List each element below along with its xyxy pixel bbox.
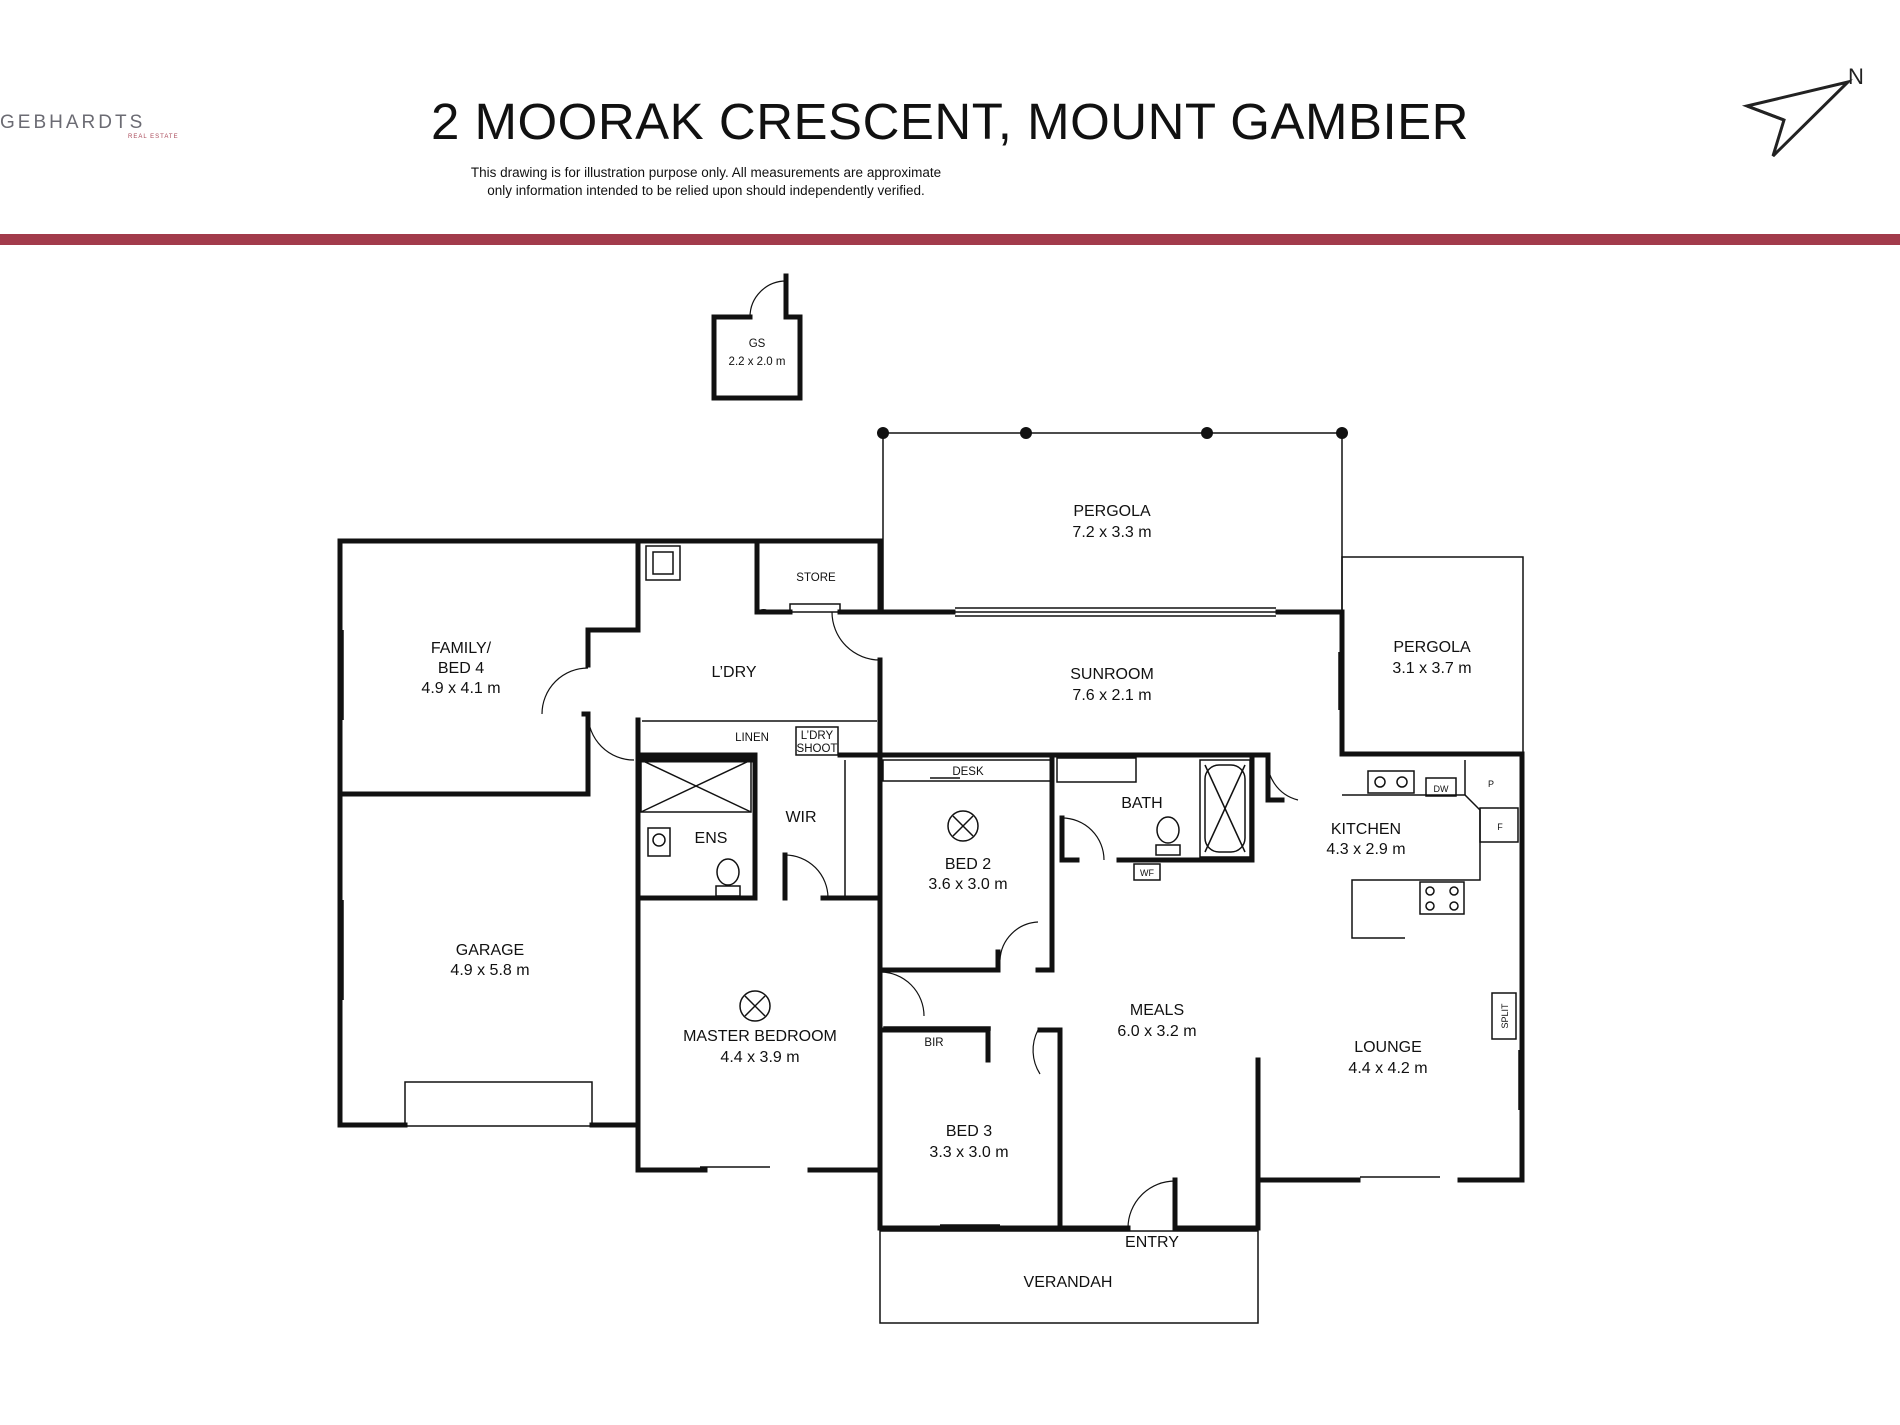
room-wf-name: WF: [1140, 868, 1154, 878]
room-split-name: SPLIT: [1500, 1003, 1510, 1029]
room-meals-name: MEALS: [1130, 1002, 1184, 1019]
room-lounge-name: LOUNGE: [1354, 1039, 1422, 1056]
room-bed3-size: 3.3 x 3.0 m: [929, 1144, 1008, 1161]
room-chute-name-2: SHOOT: [797, 743, 838, 755]
room-pergola-top-size: 7.2 x 3.3 m: [1072, 524, 1151, 541]
room-meals-size: 6.0 x 3.2 m: [1117, 1023, 1196, 1040]
room-pergola-top-name: PERGOLA: [1073, 503, 1151, 520]
room-chute-name-1: L’DRY: [801, 730, 834, 742]
room-sunroom-name: SUNROOM: [1070, 666, 1154, 683]
room-garage-name: GARAGE: [456, 942, 524, 959]
room-bed2-size: 3.6 x 3.0 m: [928, 876, 1007, 893]
room-wir-name: WIR: [785, 809, 816, 826]
room-linen-name: LINEN: [735, 732, 769, 744]
room-kitchen-size: 4.3 x 2.9 m: [1326, 841, 1405, 858]
disclaimer-line-1: This drawing is for illustration purpose…: [470, 165, 942, 180]
logo-subtext: REAL ESTATE: [128, 134, 179, 140]
room-pantry-name: P: [1488, 779, 1494, 789]
room-master-name: MASTER BEDROOM: [683, 1028, 837, 1045]
room-ensuite-name: ENS: [695, 830, 728, 847]
room-fridge-name: F: [1497, 822, 1503, 832]
room-bath-name: BATH: [1121, 795, 1162, 812]
room-verandah-name: VERANDAH: [1024, 1274, 1113, 1291]
pergola-posts: [877, 427, 1348, 439]
room-dw-name: DW: [1434, 784, 1449, 794]
page-title: 2 MOORAK CRESCENT, MOUNT GAMBIER: [430, 93, 1470, 150]
north-arrow-icon: N: [1741, 64, 1864, 158]
room-gs-size: 2.2 x 2.0 m: [729, 356, 786, 368]
room-master-size: 4.4 x 3.9 m: [720, 1049, 799, 1066]
room-lounge-size: 4.4 x 4.2 m: [1348, 1060, 1427, 1077]
room-pergola-right-name: PERGOLA: [1393, 639, 1471, 656]
door-swings: [541, 280, 1299, 1229]
room-kitchen-name: KITCHEN: [1331, 821, 1401, 838]
logo-text: GEBHARDTS: [0, 112, 146, 133]
thin-walls: [342, 432, 1524, 1324]
room-labels: GS 2.2 x 2.0 m PERGOLA 7.2 x 3.3 m STORE…: [421, 338, 1510, 1291]
room-family-name-1: FAMILY/: [431, 640, 492, 657]
room-desk-name: DESK: [952, 766, 984, 778]
room-bed3-name: BED 3: [946, 1123, 992, 1140]
room-store-name: STORE: [796, 572, 836, 584]
room-bed2-name: BED 2: [945, 856, 991, 873]
room-laundry-name: L’DRY: [711, 664, 756, 681]
room-sunroom-size: 7.6 x 2.1 m: [1072, 687, 1151, 704]
disclaimer-line-2: only information intended to be relied u…: [487, 183, 925, 198]
disclaimer: This drawing is for illustration purpose…: [0, 164, 1412, 200]
room-bir-name: BIR: [924, 1037, 943, 1049]
room-pergola-right-size: 3.1 x 3.7 m: [1392, 660, 1471, 677]
room-gs-name: GS: [749, 338, 766, 350]
header-divider-band: [0, 234, 1900, 245]
room-garage-size: 4.9 x 5.8 m: [450, 962, 529, 979]
room-family-name-2: BED 4: [438, 660, 484, 677]
exterior-walls: [337, 273, 1525, 1231]
room-entry-name: ENTRY: [1125, 1234, 1179, 1251]
north-label: N: [1848, 64, 1864, 89]
room-family-size: 4.9 x 4.1 m: [421, 680, 500, 697]
logo: GEBHARDTS REAL ESTATE: [0, 112, 200, 152]
